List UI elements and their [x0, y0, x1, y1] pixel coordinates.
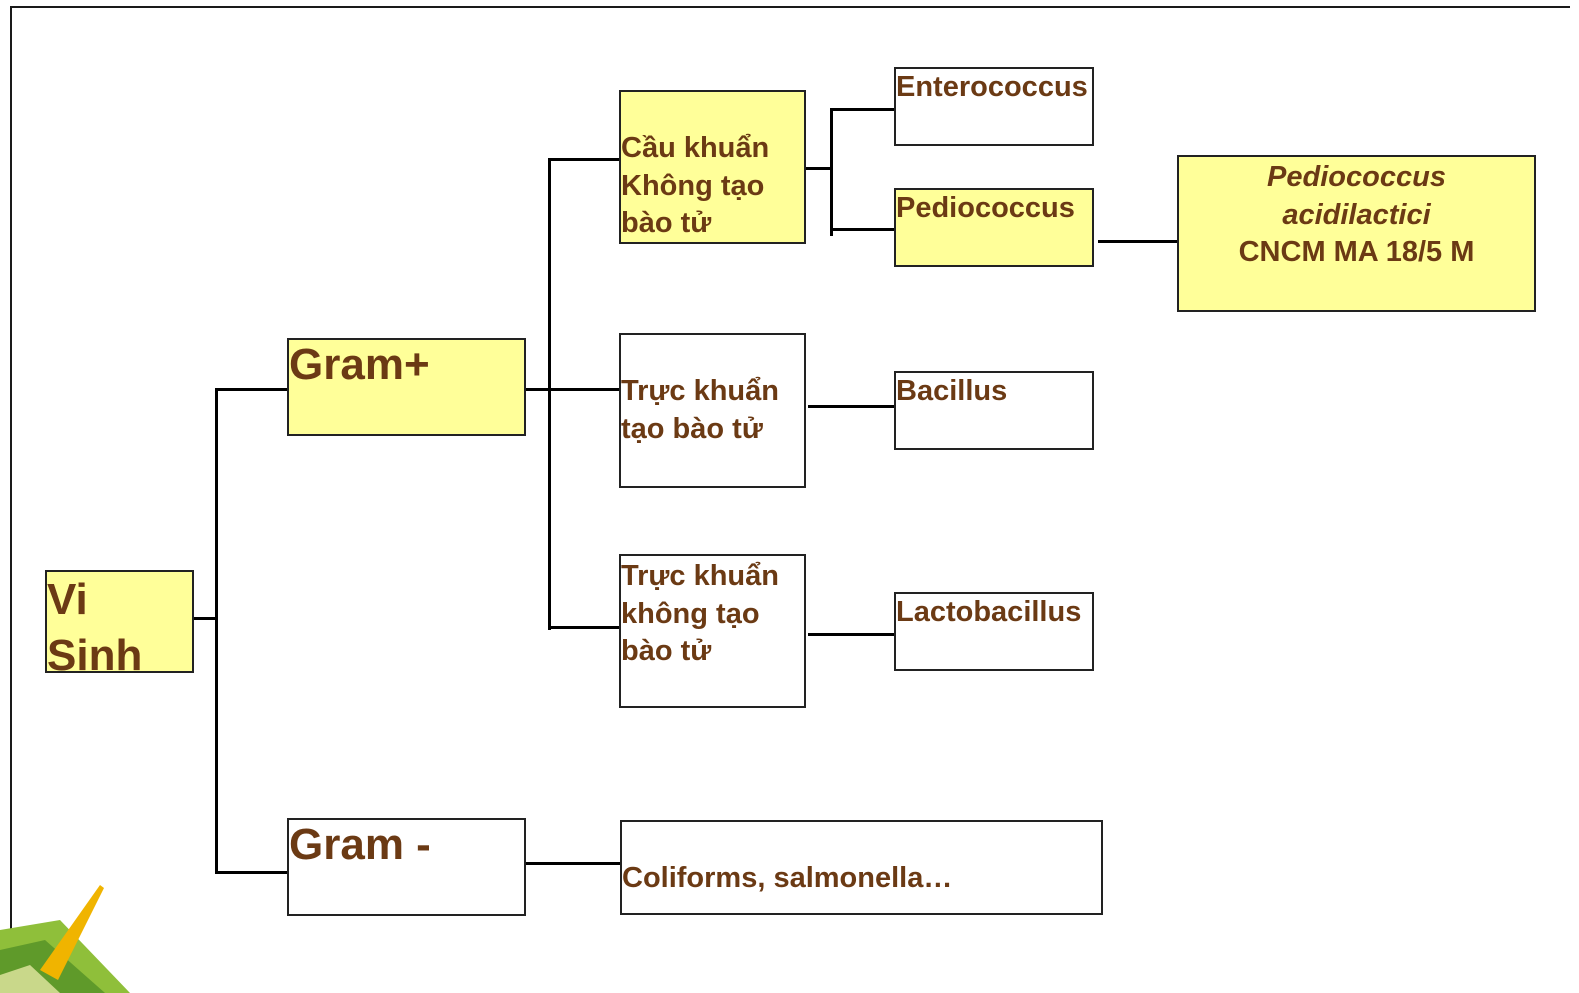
node-label: Bacillus	[896, 375, 1008, 407]
node-strain: Pediococcus acidilactici CNCM MA 18/5 M	[1177, 155, 1536, 312]
node-cau-khuan: Cầu khuẩn Không tạo bào tử	[619, 90, 806, 244]
connector	[1098, 240, 1179, 243]
strain-species: acidilactici	[1282, 198, 1431, 231]
node-label: Gram -	[289, 820, 431, 869]
strain-genus: Pediococcus	[1267, 161, 1446, 193]
node-label: Trực khuẩn không tạo bào tử	[621, 560, 779, 668]
connector	[215, 871, 288, 874]
decorative-leaf-graphic	[0, 885, 130, 993]
connector	[830, 108, 833, 236]
connector	[830, 228, 896, 231]
node-bacillus: Bacillus	[894, 371, 1094, 450]
node-label: Pediococcus	[896, 192, 1075, 224]
slide-frame	[10, 6, 1570, 993]
connector	[805, 167, 832, 170]
connector	[215, 388, 288, 391]
connector	[548, 626, 621, 629]
node-label: Cầu khuẩn Không tạo bào tử	[621, 132, 770, 240]
node-label: Gram+	[289, 340, 430, 389]
connector	[808, 633, 896, 636]
node-label: Lactobacillus	[896, 596, 1082, 628]
node-label: Coliforms, salmonella…	[622, 862, 953, 894]
node-pediococcus: Pediococcus	[894, 188, 1094, 267]
node-truc-khuan-khong-tao-bao-tu: Trực khuẩn không tạo bào tử	[619, 554, 806, 708]
connector	[525, 388, 621, 391]
node-lactobacillus: Lactobacillus	[894, 592, 1094, 671]
connector	[548, 158, 551, 630]
node-label: Enterococcus	[896, 71, 1088, 103]
connector	[193, 617, 217, 620]
connector	[830, 108, 896, 111]
node-enterococcus: Enterococcus	[894, 67, 1094, 146]
connector	[525, 862, 622, 865]
node-gram-positive: Gram+	[287, 338, 526, 436]
node-gram-negative: Gram -	[287, 818, 526, 916]
node-label: Vi Sinh	[47, 575, 143, 673]
node-coliforms: Coliforms, salmonella…	[620, 820, 1103, 915]
connector	[215, 388, 218, 874]
connector	[808, 405, 896, 408]
node-truc-khuan-tao-bao-tu: Trực khuẩn tạo bào tử	[619, 333, 806, 488]
connector	[548, 158, 621, 161]
node-label: Trực khuẩn tạo bào tử	[621, 375, 779, 445]
strain-code: CNCM MA 18/5 M	[1238, 236, 1475, 269]
node-vi-sinh: Vi Sinh	[45, 570, 194, 673]
